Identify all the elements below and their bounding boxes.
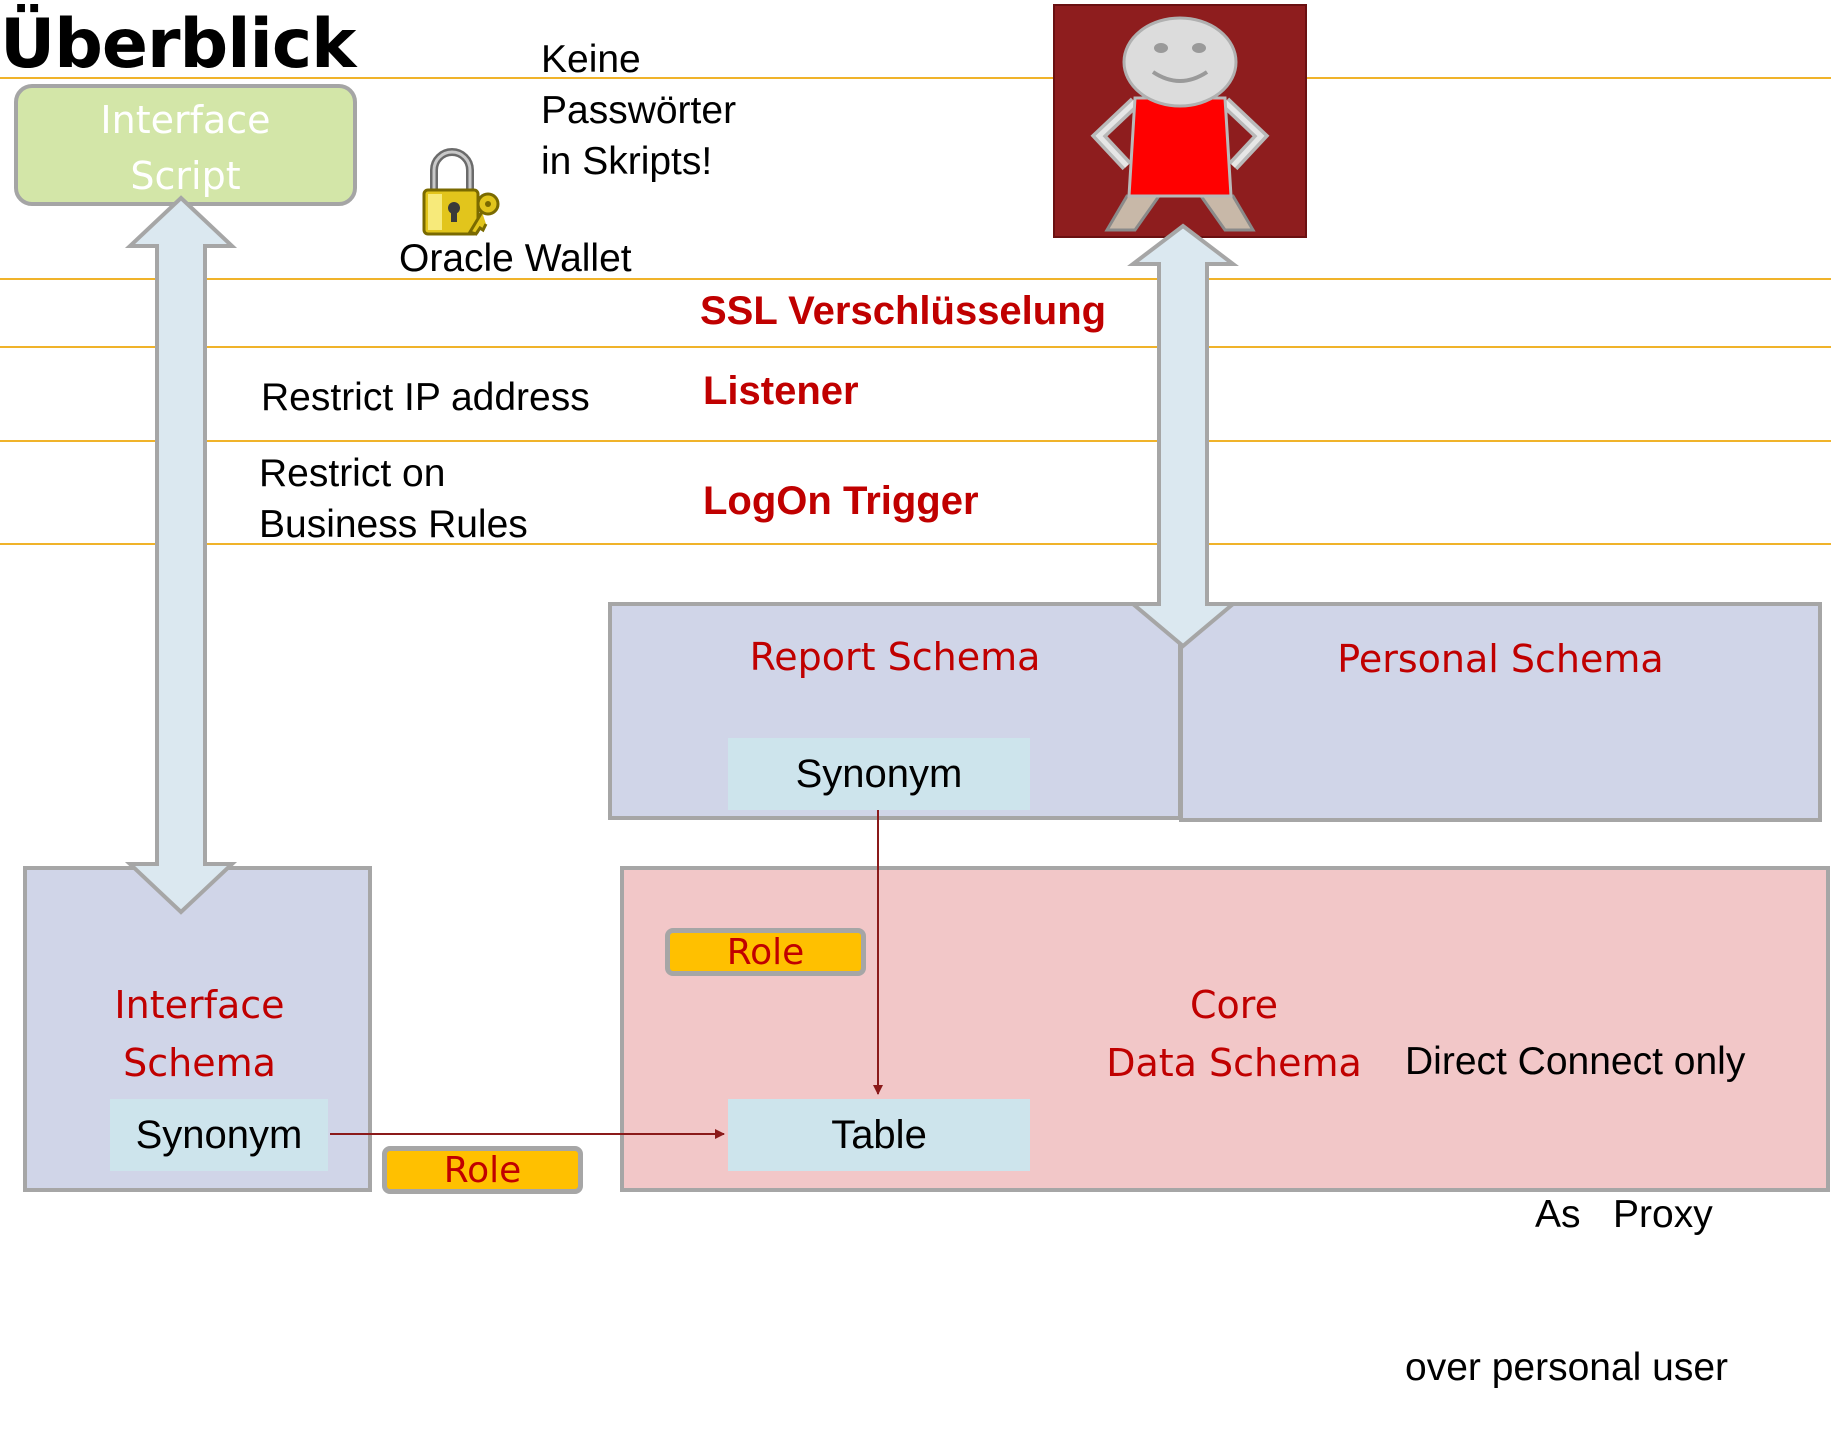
guide-line <box>0 77 1831 79</box>
double-arrow-left <box>124 195 238 915</box>
restrict-ip-label: Restrict IP address <box>261 376 590 419</box>
no-passwords-note: Keine Passwörter in Skripts! <box>541 38 737 183</box>
interface-script-label: Interface Script <box>100 98 271 198</box>
listener-label: Listener <box>703 369 859 413</box>
user-figure-icon <box>1090 16 1270 232</box>
guide-line <box>0 278 1831 280</box>
personal-schema-label: Personal Schema <box>1337 637 1664 681</box>
logon-trigger-label: LogOn Trigger <box>703 479 979 523</box>
core-schema-label: Core Data Schema <box>1106 983 1362 1085</box>
core-role-badge: Role <box>665 928 866 976</box>
oracle-wallet-label: Oracle Wallet <box>399 237 632 280</box>
guide-line <box>0 543 1831 545</box>
padlock-key-icon <box>422 148 500 236</box>
report-synonym: Synonym <box>728 738 1030 810</box>
double-arrow-right <box>1127 223 1239 649</box>
guide-line <box>0 440 1831 442</box>
user-box <box>1053 4 1307 238</box>
interface-role-badge: Role <box>382 1146 583 1194</box>
page-title: Überblick <box>0 5 356 84</box>
direct-connect-note: Direct Connect only As Proxy over person… <box>1405 1040 1746 1389</box>
core-table: Table <box>728 1099 1030 1171</box>
ssl-label: SSL Verschlüsselung <box>700 289 1107 333</box>
restrict-rules-label: Restrict on Business Rules <box>259 452 528 546</box>
interface-synonym: Synonym <box>110 1099 328 1171</box>
interface-script-box: Interface Script <box>14 84 357 206</box>
personal-schema-box: Personal Schema <box>1179 602 1822 822</box>
report-schema-label: Report Schema <box>749 635 1041 679</box>
guide-line <box>0 346 1831 348</box>
interface-schema-label: Interface Schema <box>114 983 285 1085</box>
